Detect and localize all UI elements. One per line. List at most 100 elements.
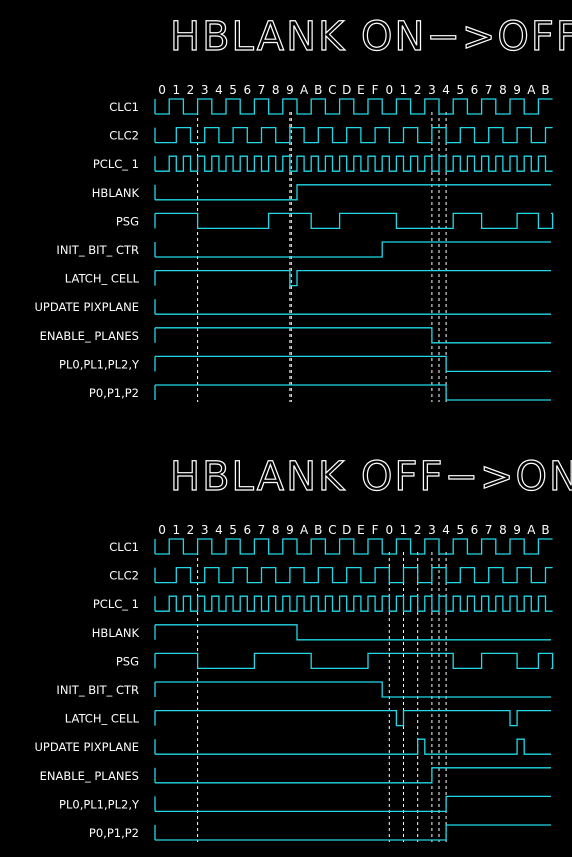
signal-label: INIT_ BIT_ CTR — [56, 683, 139, 697]
signal-label: LATCH_ CELL — [65, 712, 140, 726]
signal-waveform — [155, 355, 551, 373]
tick-label: 8 — [499, 523, 507, 537]
tick-label: 6 — [243, 83, 251, 97]
tick-label: D — [342, 83, 351, 97]
tick-label: 2 — [414, 523, 422, 537]
tick-label: B — [541, 523, 549, 537]
tick-label: E — [357, 83, 365, 97]
tick-label: 1 — [400, 523, 408, 537]
signal-label: PCLC_ 1 — [93, 597, 139, 611]
signal-waveform — [155, 795, 551, 813]
signal-label: INIT_ BIT_ CTR — [56, 243, 139, 257]
tick-label: 9 — [513, 83, 521, 97]
tick-label: 6 — [471, 523, 479, 537]
signal-label: HBLANK — [92, 186, 140, 200]
tick-label: 7 — [258, 83, 266, 97]
signal-label: HBLANK — [92, 626, 140, 640]
signal-label: ENABLE_ PLANES — [40, 329, 139, 343]
signal-waveform — [155, 767, 551, 784]
tick-label: 4 — [442, 83, 450, 97]
tick-label: 1 — [400, 83, 408, 97]
tick-label: 4 — [215, 523, 223, 537]
tick-label: 5 — [456, 523, 464, 537]
tick-label: 8 — [272, 523, 280, 537]
signal-label: PCLC_ 1 — [93, 157, 139, 171]
tick-label: 6 — [471, 83, 479, 97]
tick-label: A — [527, 523, 536, 537]
tick-label: B — [314, 83, 322, 97]
signal-waveform — [155, 709, 551, 727]
tick-label: A — [527, 83, 536, 97]
tick-label: 7 — [485, 83, 493, 97]
signal-waveform — [155, 681, 551, 698]
signal-label: LATCH_ CELL — [65, 272, 140, 286]
tick-label: 5 — [456, 83, 464, 97]
signal-waveform — [155, 241, 551, 258]
tick-label: 3 — [428, 523, 436, 537]
tick-label: B — [314, 523, 322, 537]
tick-label: 0 — [385, 83, 393, 97]
tick-label: C — [328, 523, 336, 537]
tick-label: A — [300, 83, 309, 97]
panel-title: HBLANK OFF−>ON — [170, 454, 572, 500]
signal-waveform — [155, 384, 551, 401]
signal-waveform — [155, 566, 553, 584]
signal-label: CLC1 — [109, 540, 139, 554]
signal-label: PSG — [116, 654, 139, 668]
signal-label: CLC2 — [109, 129, 139, 143]
signal-waveform — [155, 184, 551, 201]
signal-label: ENABLE_ PLANES — [40, 769, 139, 783]
signal-label: CLC2 — [109, 569, 139, 583]
tick-label: 1 — [172, 523, 180, 537]
tick-label: B — [541, 83, 549, 97]
signal-waveform — [155, 126, 553, 144]
signal-label: UPDATE PIXPLANE — [35, 300, 139, 314]
tick-label: 3 — [201, 83, 209, 97]
tick-label: 2 — [414, 83, 422, 97]
tick-label: 5 — [229, 83, 237, 97]
tick-label: F — [372, 523, 379, 537]
tick-label: 9 — [286, 523, 294, 537]
signal-waveform — [155, 538, 553, 555]
signal-waveform — [155, 595, 553, 612]
tick-label: 3 — [201, 523, 209, 537]
signal-waveform — [155, 98, 553, 115]
signal-label: P0,P1,P2 — [89, 826, 139, 840]
tick-label: 5 — [229, 523, 237, 537]
signal-label: CLC1 — [109, 100, 139, 114]
panel-title: HBLANK ON−>OFF — [170, 14, 572, 60]
signal-label: PSG — [116, 214, 139, 228]
tick-label: 3 — [428, 83, 436, 97]
tick-label: A — [300, 523, 309, 537]
signal-waveform — [155, 738, 551, 755]
tick-label: 9 — [286, 83, 294, 97]
signal-waveform — [155, 155, 553, 172]
signal-waveform — [155, 269, 551, 287]
tick-label: 2 — [187, 523, 195, 537]
tick-label: 7 — [485, 523, 493, 537]
signal-waveform — [155, 652, 554, 670]
signal-waveform — [155, 212, 554, 230]
signal-waveform — [155, 824, 551, 841]
tick-label: 0 — [158, 83, 166, 97]
signal-label: PL0,PL1,PL2,Y — [59, 357, 140, 371]
tick-label: 9 — [513, 523, 521, 537]
tick-label: 0 — [385, 523, 393, 537]
tick-label: F — [372, 83, 379, 97]
tick-label: 1 — [172, 83, 180, 97]
tick-label: E — [357, 523, 365, 537]
signal-label: PL0,PL1,PL2,Y — [59, 797, 140, 811]
tick-label: 4 — [215, 83, 223, 97]
signal-waveform — [155, 624, 551, 641]
tick-label: D — [342, 523, 351, 537]
signal-label: UPDATE PIXPLANE — [35, 740, 139, 754]
signal-waveform — [155, 327, 551, 344]
tick-label: C — [328, 83, 336, 97]
tick-label: 2 — [187, 83, 195, 97]
tick-label: 4 — [442, 523, 450, 537]
